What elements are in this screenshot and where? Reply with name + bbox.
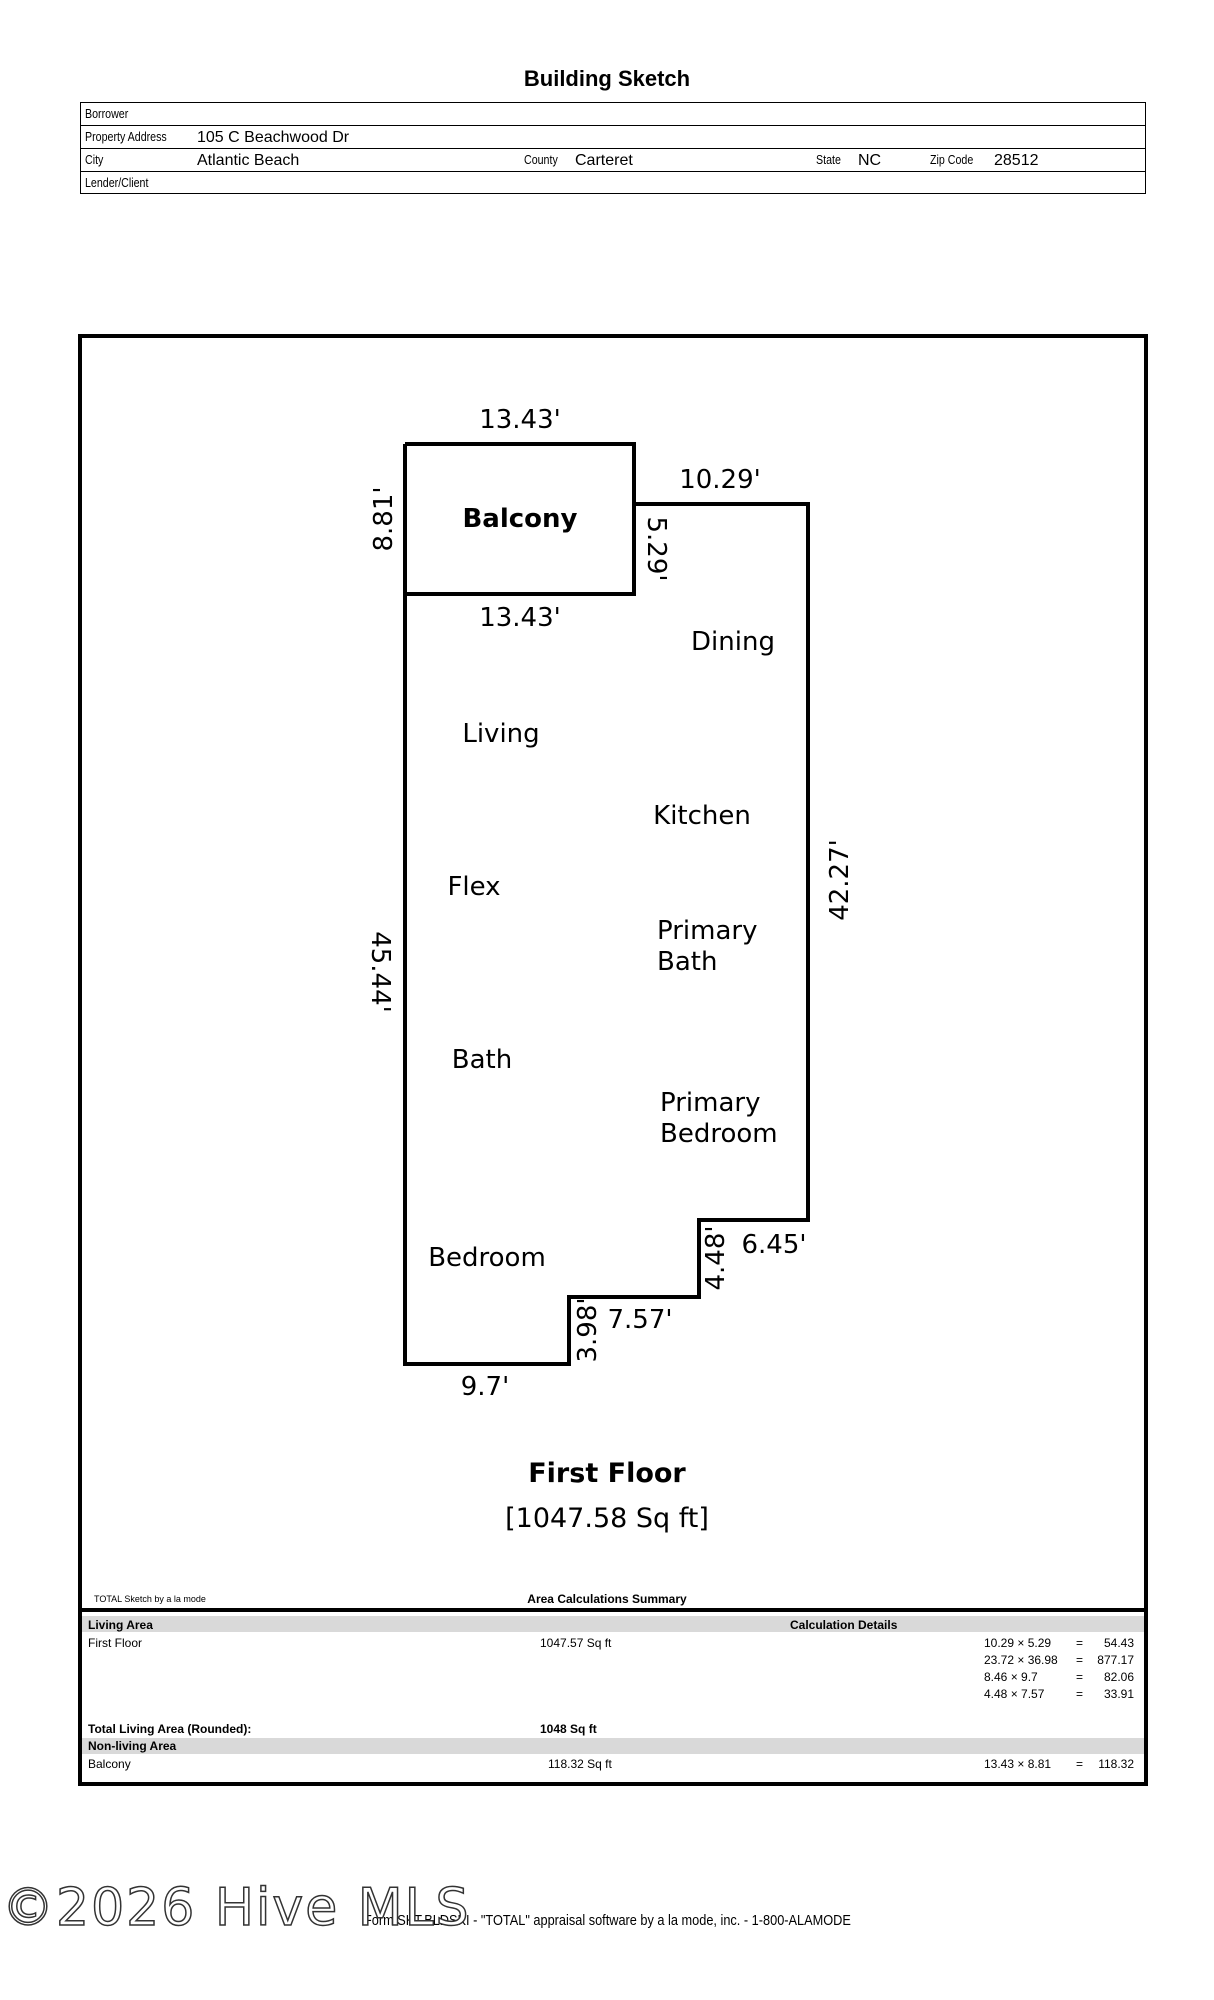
form-footer: Form SKT.BLDSKI - "TOTAL" appraisal soft… [364, 1912, 851, 1929]
living-outline [403, 502, 810, 1366]
watermark: ©2026 Hive MLS [1, 1877, 471, 1939]
city-value: Atlantic Beach [197, 152, 300, 169]
dim-balcony-top: 13.43' [479, 405, 561, 435]
address-label: Property Address [85, 129, 167, 144]
dim-step-horizontal-upper: 6.45' [741, 1230, 806, 1260]
calc-eq: = [1076, 1670, 1084, 1684]
dim-balcony-right: 5.29' [641, 516, 671, 581]
first-floor-label: First Floor [88, 1636, 142, 1650]
summary-title: Area Calculations Summary [527, 1592, 687, 1606]
room-balcony: Balcony [462, 504, 577, 534]
borrower-label: Borrower [85, 106, 129, 121]
property-info-table: Borrower Property Address 105 C Beachwoo… [80, 102, 1146, 194]
calc-result: 82.06 [1103, 1670, 1134, 1684]
borrower-row: Borrower [81, 103, 1145, 126]
room-dining: Dining [691, 627, 775, 657]
first-floor-area: 1047.57 Sq ft [540, 1636, 612, 1650]
lender-row: Lender/Client [81, 172, 1145, 195]
calc-eq: = [1076, 1687, 1084, 1701]
calc-expr: 13.43 × 8.81 [984, 1757, 1052, 1771]
total-living-label: Total Living Area (Rounded): [88, 1722, 252, 1736]
calc-row: 4.48 × 7.57 = 33.91 [984, 1687, 1134, 1703]
room-primary-bath-line1: Primary [657, 916, 757, 946]
floor-title: First Floor [528, 1458, 686, 1489]
room-bath: Bath [452, 1045, 512, 1075]
dim-bottom: 9.7' [461, 1372, 510, 1402]
balcony-label: Balcony [88, 1757, 131, 1771]
lender-label: Lender/Client [85, 175, 149, 190]
calc-eq: = [1076, 1757, 1084, 1771]
nonliving-header-bar [82, 1738, 1144, 1754]
address-value: 105 C Beachwood Dr [197, 129, 350, 146]
area-summary: Living Area Calculation Details First Fl… [78, 1608, 1148, 1786]
dim-top-right: 10.29' [679, 465, 761, 495]
floor-plan: Balcony Dining Living Kitchen Flex Prima… [365, 405, 855, 1402]
state-label: State [816, 152, 841, 167]
city-row: City Atlantic Beach County Carteret Stat… [81, 149, 1145, 172]
room-living: Living [462, 719, 539, 749]
sketch-frame [78, 334, 1148, 1786]
room-primary-bath-line2: Bath [657, 947, 717, 977]
city-label: City [85, 152, 104, 167]
calc-row: 8.46 × 9.7 = 82.06 [984, 1670, 1134, 1686]
dim-step-vertical-upper: 4.48' [701, 1225, 731, 1290]
living-area-header-bar [82, 1616, 1144, 1632]
room-primary-bedroom-line2: Bedroom [660, 1119, 778, 1149]
calc-eq: = [1076, 1636, 1084, 1650]
calc-result: 877.17 [1097, 1653, 1134, 1667]
zip-label: Zip Code [930, 152, 974, 167]
calc-row: 23.72 × 36.98 = 877.17 [984, 1653, 1134, 1669]
room-bedroom: Bedroom [428, 1243, 546, 1273]
calc-expr: 4.48 × 7.57 [984, 1687, 1045, 1701]
calc-result: 54.43 [1103, 1636, 1134, 1650]
dim-step-vertical-lower: 3.98' [573, 1297, 603, 1362]
balcony-outline [403, 442, 636, 596]
total-living-value: 1048 Sq ft [540, 1722, 597, 1736]
living-area-header: Living Area [88, 1618, 153, 1632]
zip-value: 28512 [994, 152, 1039, 169]
calc-result: 118.32 [1098, 1757, 1134, 1771]
page-title: Building Sketch [523, 66, 691, 91]
room-flex: Flex [447, 872, 500, 902]
county-value: Carteret [575, 152, 633, 169]
dim-balcony-left: 8.81' [369, 486, 399, 551]
nonliving-header: Non-living Area [88, 1739, 177, 1753]
address-row: Property Address 105 C Beachwood Dr [81, 126, 1145, 149]
dim-right: 42.27' [825, 839, 855, 921]
calc-expr: 10.29 × 5.29 [984, 1636, 1052, 1650]
room-kitchen: Kitchen [653, 801, 751, 831]
room-primary-bedroom-line1: Primary [660, 1088, 760, 1118]
dim-step-horizontal-lower: 7.57' [607, 1305, 672, 1335]
dim-balcony-bottom: 13.43' [479, 603, 561, 633]
calc-row: 13.43 × 8.81 = 118.32 [984, 1757, 1134, 1773]
county-label: County [524, 152, 558, 167]
calc-eq: = [1076, 1653, 1084, 1667]
calc-expr: 23.72 × 36.98 [984, 1653, 1058, 1667]
calc-result: 33.91 [1103, 1687, 1134, 1701]
balcony-area: 118.32 Sq ft [548, 1757, 612, 1771]
calc-row: 10.29 × 5.29 = 54.43 [984, 1636, 1134, 1652]
state-value: NC [858, 152, 882, 169]
calc-expr: 8.46 × 9.7 [984, 1670, 1038, 1684]
software-note: TOTAL Sketch by a la mode [94, 1594, 206, 1604]
calc-details-header: Calculation Details [790, 1618, 898, 1632]
dim-left: 45.44' [365, 931, 395, 1013]
floor-area: [1047.58 Sq ft] [505, 1503, 709, 1534]
